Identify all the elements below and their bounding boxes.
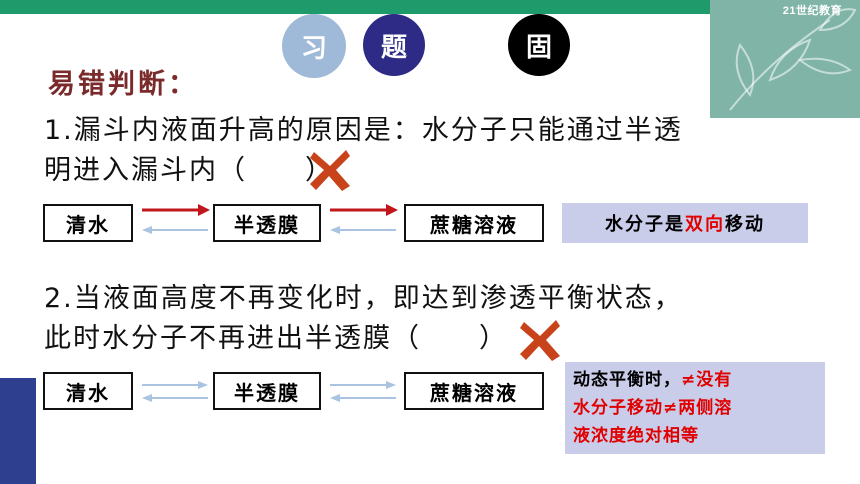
q1-box-sucrose: 蔗糖溶液 <box>404 204 544 242</box>
leaf-pattern-icon <box>729 8 857 111</box>
q2-line2-prefix: 此时水分子不再进出半透膜（ <box>44 323 421 354</box>
q1-line2-prefix: 明进入漏斗内（ <box>44 155 247 186</box>
q2-arrows-right <box>330 381 396 402</box>
left-accent-bar <box>0 378 36 484</box>
q1-arrows-right <box>330 204 398 234</box>
title-circle-4: 固 <box>508 14 570 76</box>
q2-note: 动态平衡时，≠没有 水分子移动≠两侧溶 液浓度绝对相等 <box>565 362 825 454</box>
q2-arrows-left <box>142 381 208 402</box>
q1-line1: 1.漏斗内液面升高的原因是：水分子只能通过半透 <box>44 115 683 146</box>
q2-note-line1-black: 动态平衡时， <box>573 370 681 390</box>
q1-note-part2: 双向 <box>685 214 725 235</box>
q2-note-line1: 动态平衡时，≠没有 <box>573 366 817 394</box>
q2-note-line3: 液浓度绝对相等 <box>573 426 699 446</box>
logo-text: 21世纪教育 <box>782 5 842 17</box>
q1-note-part3: 移动 <box>725 214 765 235</box>
decorative-leaf-panel: 21世纪教育 <box>710 0 860 118</box>
title-circle-3 <box>438 14 506 48</box>
q2-line2-suffix: ） <box>479 323 508 354</box>
q1-box-water: 清水 <box>43 204 133 242</box>
q2-line2: 此时水分子不再进出半透膜（ ） <box>44 316 508 355</box>
cross-mark-icon <box>310 150 350 191</box>
title-circle-2: 题 <box>363 14 425 76</box>
q2-box-membrane: 半透膜 <box>213 372 321 410</box>
q2-box-water: 清水 <box>43 372 133 410</box>
q1-note-part1: 水分子是 <box>605 214 685 235</box>
top-bar <box>0 0 860 14</box>
q2-line1: 2.当液面高度不再变化时，即达到渗透平衡状态， <box>44 283 683 314</box>
title-circle-1: 习 <box>282 14 346 78</box>
q2-note-line2: 水分子移动≠两侧溶 <box>573 398 733 418</box>
section-heading: 易错判断： <box>48 69 198 100</box>
q1-arrows-left <box>142 204 210 234</box>
q1-note: 水分子是双向移动 <box>562 203 808 243</box>
q1-box-membrane: 半透膜 <box>213 204 321 242</box>
q2-box-sucrose: 蔗糖溶液 <box>404 372 544 410</box>
q2-note-line1-red: ≠没有 <box>681 370 733 390</box>
cross-mark-icon <box>520 320 560 361</box>
q1-line2: 明进入漏斗内（） <box>44 148 334 187</box>
